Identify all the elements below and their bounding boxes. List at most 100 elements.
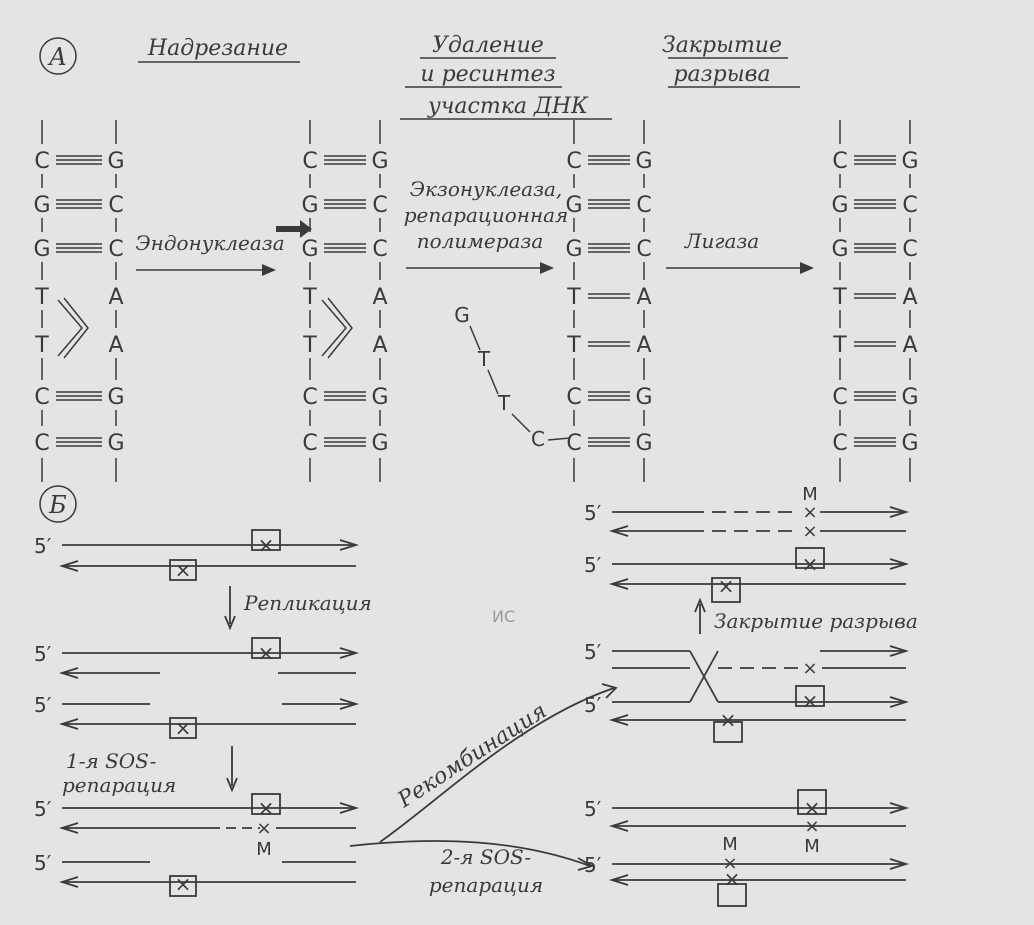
mutation-mark-6: × xyxy=(722,853,737,874)
excised-base-2: T xyxy=(477,347,491,371)
damage-mark-3: × xyxy=(258,641,275,665)
panel-b-labels: 5′ 5′ 5′ 5′ 5′ 5′ 5′ 5′ 5′ 5′ 5′ Реплика… xyxy=(34,484,918,897)
panel-b-label: Б xyxy=(48,491,67,519)
excised-fragment: G T T C xyxy=(454,303,571,451)
recombination-label: Рекомбинация xyxy=(393,699,551,814)
replication-label: Репликация xyxy=(243,591,372,615)
damage-mark-1: × xyxy=(258,533,275,557)
five-prime-6: 5′ xyxy=(584,501,602,525)
base-right-1: G xyxy=(371,149,388,174)
mutation-label-3: M xyxy=(804,836,820,857)
exonuclease-label-2: репарационная xyxy=(404,203,569,227)
header-removal-line1: Удаление xyxy=(432,33,544,58)
base-left-6: C xyxy=(832,385,847,410)
five-prime-2: 5′ xyxy=(34,642,52,666)
base-left-4: T xyxy=(302,285,317,310)
base-right-7: G xyxy=(901,431,918,456)
gap-closure-label: Закрытие разрыва xyxy=(714,609,918,633)
damage-mark-5: × xyxy=(258,796,275,820)
base-left-5: T xyxy=(566,333,581,358)
base-left-3: G xyxy=(831,237,848,262)
panel-b-strands xyxy=(58,506,910,907)
panel-a: А Надрезание Удаление и ресинтез участка… xyxy=(33,33,919,482)
base-right-1: G xyxy=(107,149,124,174)
cut-site-arrow-icon xyxy=(276,220,312,238)
sos1-label-1: 1-я SOS- xyxy=(66,749,157,773)
panel-a-circle xyxy=(39,37,77,75)
base-right-5: A xyxy=(902,333,917,358)
mutation-mark-4: × xyxy=(802,658,817,679)
exonuclease-arrow xyxy=(406,262,554,274)
mutation-mark-5: × xyxy=(804,816,819,837)
mutation-label-2: M xyxy=(802,484,818,505)
ligase-label: Лигаза xyxy=(684,229,759,253)
base-right-4: A xyxy=(902,285,917,310)
base-left-5: T xyxy=(34,333,49,358)
base-right-2: C xyxy=(372,193,387,218)
base-left-7: C xyxy=(832,431,847,456)
excised-base-1: G xyxy=(454,303,470,327)
mutation-label-1: M xyxy=(256,839,272,860)
base-right-7: G xyxy=(107,431,124,456)
base-left-3: G xyxy=(33,237,50,262)
base-right-1: G xyxy=(901,149,918,174)
header-removal-line2: и ресинтез xyxy=(420,62,555,87)
damage-mark-11: × xyxy=(804,796,821,820)
base-right-1: G xyxy=(635,149,652,174)
header-removal-line3: участка ДНК xyxy=(427,94,589,119)
base-left-7: C xyxy=(566,431,581,456)
base-right-7: G xyxy=(635,431,652,456)
base-left-4: T xyxy=(34,285,49,310)
five-prime-10: 5′ xyxy=(584,797,602,821)
base-right-4: A xyxy=(108,285,123,310)
base-right-7: G xyxy=(371,431,388,456)
base-left-1: C xyxy=(34,149,49,174)
damage-mark-4: × xyxy=(175,716,192,740)
stray-mark: ИС xyxy=(492,607,515,626)
five-prime-4: 5′ xyxy=(34,797,52,821)
mutation-mark-1: × xyxy=(256,818,271,839)
base-left-3: G xyxy=(301,237,318,262)
damage-mark-8: × xyxy=(718,574,735,598)
five-prime-11: 5′ xyxy=(584,853,602,877)
base-right-6: G xyxy=(635,385,652,410)
damage-mark-7: × xyxy=(802,552,819,576)
base-right-4: A xyxy=(372,285,387,310)
base-right-3: C xyxy=(108,237,123,262)
base-left-1: C xyxy=(832,149,847,174)
base-right-2: C xyxy=(108,193,123,218)
endonuclease-arrow xyxy=(136,264,276,276)
header-incision: Надрезание xyxy=(147,36,288,61)
mutation-mark-3: × xyxy=(802,521,817,542)
sos2-label-2: репарация xyxy=(429,873,543,897)
base-left-6: C xyxy=(302,385,317,410)
exonuclease-label-3: полимераза xyxy=(417,229,544,253)
base-right-5: A xyxy=(372,333,387,358)
base-left-2: G xyxy=(565,193,582,218)
five-prime-7: 5′ xyxy=(584,553,602,577)
base-left-4: T xyxy=(566,285,581,310)
header-closure-line2: разрыва xyxy=(673,62,770,87)
endonuclease-label: Эндонуклеаза xyxy=(135,231,284,255)
base-right-2: C xyxy=(902,193,917,218)
base-left-6: C xyxy=(34,385,49,410)
base-left-6: C xyxy=(566,385,581,410)
excised-base-4: C xyxy=(531,427,545,451)
base-right-6: G xyxy=(901,385,918,410)
mutation-mark-2: × xyxy=(802,502,817,523)
base-left-2: G xyxy=(301,193,318,218)
ligase-arrow xyxy=(666,262,814,274)
base-right-4: A xyxy=(636,285,651,310)
base-right-3: C xyxy=(636,237,651,262)
base-left-1: C xyxy=(302,149,317,174)
base-right-6: G xyxy=(371,385,388,410)
panel-b xyxy=(39,485,77,523)
thymine-dimer-bracket-2 xyxy=(321,297,353,359)
five-prime-9: 5′ xyxy=(584,693,602,717)
five-prime-3: 5′ xyxy=(34,693,52,717)
